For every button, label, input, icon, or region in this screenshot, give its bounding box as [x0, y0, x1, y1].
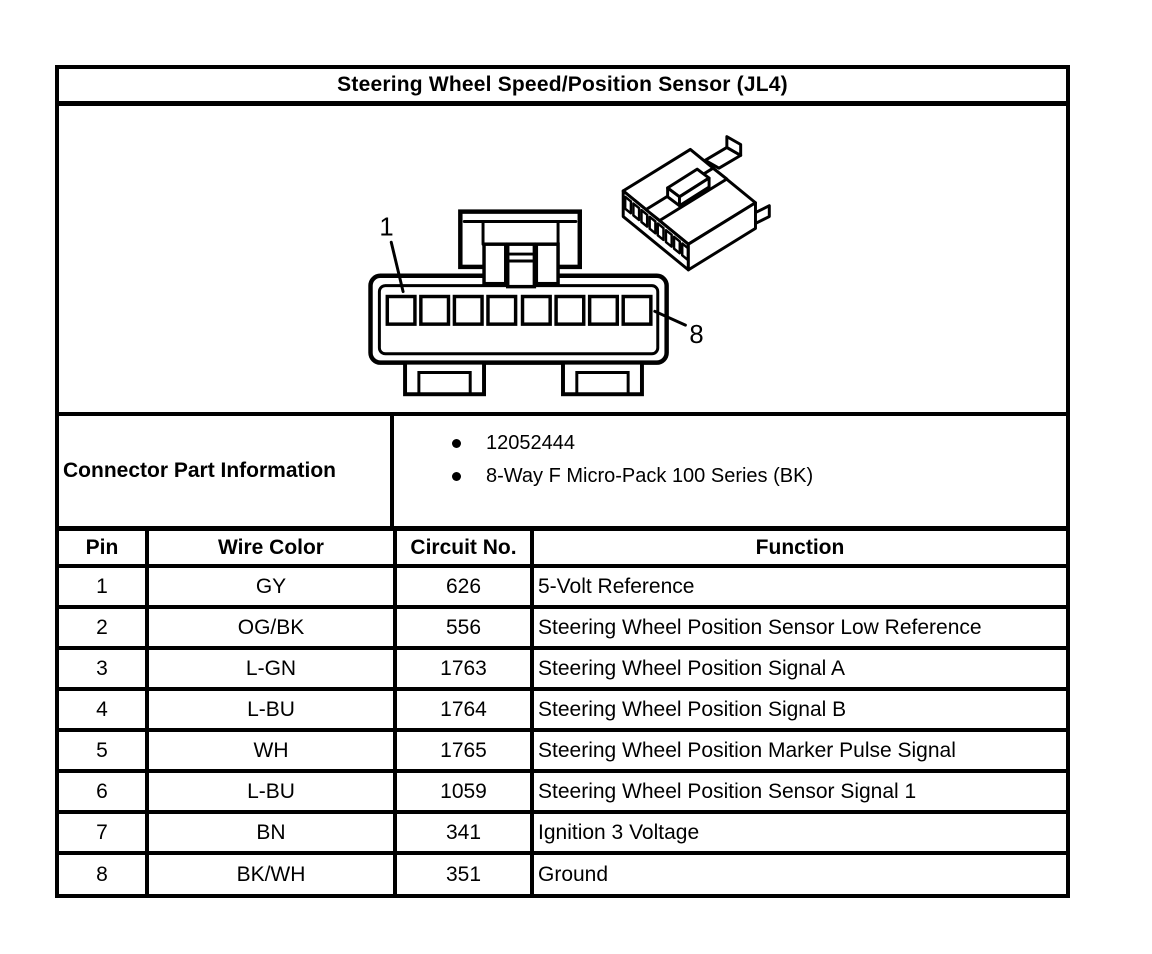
pin-table: Pin Wire Color Circuit No. Function 1 GY… — [59, 531, 1066, 894]
pin-cell: 6 — [59, 769, 149, 814]
table-row: 8 BK/WH 351 Ground — [59, 851, 1066, 894]
sheet-title: Steering Wheel Speed/Position Sensor (JL… — [59, 69, 1066, 106]
table-row: 2 OG/BK 556 Steering Wheel Position Sens… — [59, 605, 1066, 650]
bullet-icon — [452, 472, 461, 481]
pin-callouts: 1 8 — [379, 213, 703, 349]
series-text: 8-Way F Micro-Pack 100 Series (BK) — [486, 465, 814, 487]
pin-cell: 1 — [59, 564, 149, 609]
bullet-icon — [452, 439, 461, 448]
pin-table-header-row: Pin Wire Color Circuit No. Function — [59, 531, 1066, 568]
table-row: 1 GY 626 5-Volt Reference — [59, 564, 1066, 609]
pin-cell: 8 — [59, 851, 149, 894]
circuit-no-cell: 1764 — [393, 687, 534, 732]
wire-color-cell: WH — [145, 728, 397, 773]
pin8-callout-label: 8 — [689, 321, 703, 349]
wire-color-cell: L-BU — [145, 687, 397, 732]
function-cell: Ignition 3 Voltage — [530, 810, 1066, 855]
connector-part-info-items: 12052444 8-Way F Micro-Pack 100 Series (… — [394, 416, 1066, 526]
part-info-item-part-number: 12052444 — [452, 427, 1066, 460]
connector-info-sheet: Steering Wheel Speed/Position Sensor (JL… — [55, 65, 1070, 898]
table-row: 4 L-BU 1764 Steering Wheel Position Sign… — [59, 687, 1066, 732]
wire-color-cell: L-GN — [145, 646, 397, 691]
connector-part-info-row: Connector Part Information 12052444 8-Wa… — [59, 416, 1066, 531]
wire-color-cell: BK/WH — [145, 851, 397, 894]
connector-part-info-label: Connector Part Information — [59, 416, 394, 526]
circuit-no-cell: 1765 — [393, 728, 534, 773]
function-cell: Steering Wheel Position Sensor Signal 1 — [530, 769, 1066, 814]
pin-cell: 2 — [59, 605, 149, 650]
function-cell: Steering Wheel Position Marker Pulse Sig… — [530, 728, 1066, 773]
wire-color-cell: BN — [145, 810, 397, 855]
part-number-text: 12052444 — [486, 432, 575, 454]
circuit-no-cell: 626 — [393, 564, 534, 609]
table-row: 7 BN 341 Ignition 3 Voltage — [59, 810, 1066, 855]
circuit-no-cell: 351 — [393, 851, 534, 894]
iso-pin-cavities — [623, 195, 690, 262]
circuit-no-cell: 341 — [393, 810, 534, 855]
pin-table-body: 1 GY 626 5-Volt Reference 2 OG/BK 556 St… — [59, 564, 1066, 894]
col-header-pin: Pin — [59, 531, 149, 568]
function-cell: Steering Wheel Position Sensor Low Refer… — [530, 605, 1066, 650]
circuit-no-cell: 1059 — [393, 769, 534, 814]
wire-color-cell: OG/BK — [145, 605, 397, 650]
col-header-function: Function — [530, 531, 1066, 568]
pin-cell: 7 — [59, 810, 149, 855]
function-cell: Steering Wheel Position Signal B — [530, 687, 1066, 732]
function-cell: Ground — [530, 851, 1066, 894]
circuit-no-cell: 1763 — [393, 646, 534, 691]
table-row: 6 L-BU 1059 Steering Wheel Position Sens… — [59, 769, 1066, 814]
connector-isometric-view-icon — [621, 135, 771, 272]
function-cell: 5-Volt Reference — [530, 564, 1066, 609]
part-info-item-series: 8-Way F Micro-Pack 100 Series (BK) — [452, 460, 1066, 493]
wire-color-cell: L-BU — [145, 769, 397, 814]
table-row: 3 L-GN 1763 Steering Wheel Position Sign… — [59, 646, 1066, 691]
connector-diagram-area: 1 8 — [59, 106, 1066, 416]
wire-color-cell: GY — [145, 564, 397, 609]
pin-cell: 4 — [59, 687, 149, 732]
pin-cavities — [385, 294, 653, 326]
function-cell: Steering Wheel Position Signal A — [530, 646, 1066, 691]
connector-front-view-icon — [368, 209, 669, 397]
circuit-no-cell: 556 — [393, 605, 534, 650]
table-row: 5 WH 1765 Steering Wheel Position Marker… — [59, 728, 1066, 773]
pin1-callout-label: 1 — [379, 213, 393, 241]
connector-diagram: 1 8 — [368, 135, 771, 397]
pin-cell: 3 — [59, 646, 149, 691]
col-header-wire-color: Wire Color — [145, 531, 397, 568]
pin-cell: 5 — [59, 728, 149, 773]
part-info-list: 12052444 8-Way F Micro-Pack 100 Series (… — [452, 427, 1066, 493]
col-header-circuit-no: Circuit No. — [393, 531, 534, 568]
